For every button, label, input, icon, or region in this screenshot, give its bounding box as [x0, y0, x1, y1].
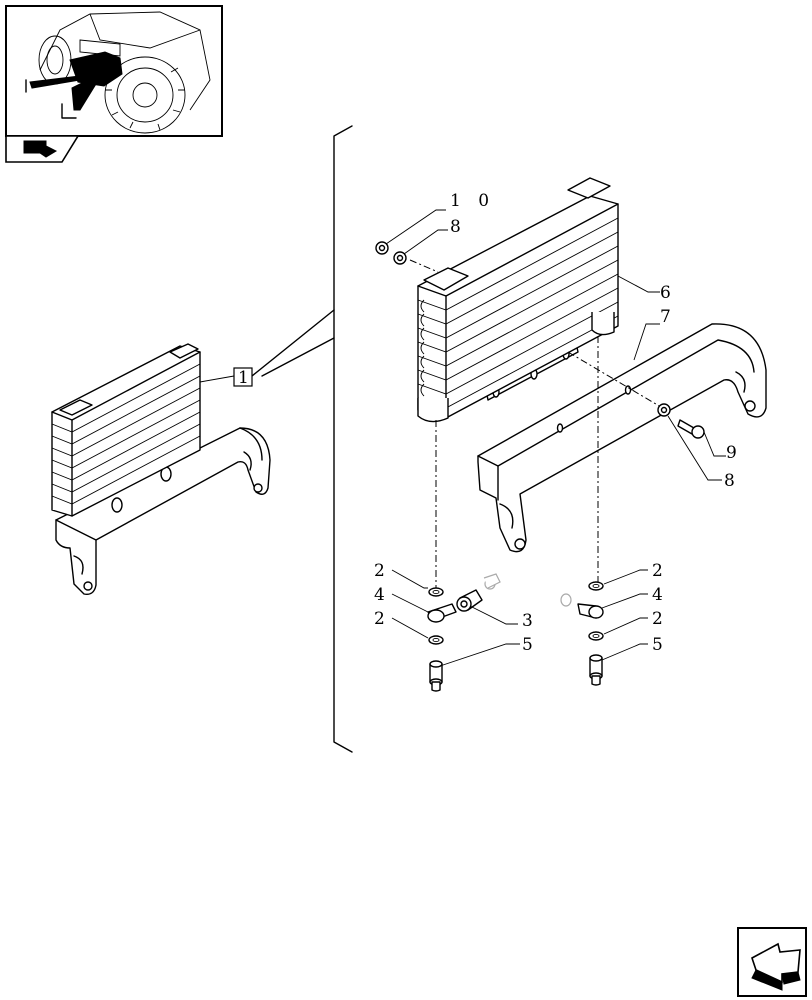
section-arrow-icon[interactable] — [5, 135, 80, 163]
seal-ring-part-2b — [428, 635, 444, 645]
callout-4-left: 4 — [374, 585, 385, 605]
washer-part-8a — [393, 251, 407, 265]
assembly-bracket — [251, 125, 353, 753]
callout-3: 3 — [522, 611, 533, 631]
callout-9: 9 — [726, 443, 737, 463]
callout-4-right: 4 — [652, 585, 663, 605]
callout-8-top: 8 — [450, 217, 461, 237]
banjo-bolt-part-5b — [589, 654, 603, 686]
banjo-bolt-part-5a — [429, 660, 443, 692]
callout-2-left-top: 2 — [374, 561, 385, 581]
nut-part-10 — [375, 241, 389, 255]
banjo-fitting-part-4b — [560, 593, 604, 619]
callout-5-left: 5 — [522, 635, 533, 655]
adapter-part-3 — [456, 573, 501, 612]
seal-ring-part-2a — [428, 587, 444, 597]
callout-2-left-bottom: 2 — [374, 609, 385, 629]
seal-ring-part-2c — [588, 581, 604, 591]
banjo-fitting-part-4a — [427, 603, 457, 623]
callout-7: 7 — [660, 307, 671, 327]
oil-cooler-part-6 — [417, 177, 619, 423]
assembly-ref-number: 1 — [238, 368, 249, 388]
bolt-part-9 — [677, 419, 705, 439]
bracket-part-7 — [477, 323, 767, 553]
cooler-assembly-overview — [51, 343, 271, 595]
callout-8-right: 8 — [724, 471, 735, 491]
callout-5-right: 5 — [652, 635, 663, 655]
seal-ring-part-2d — [588, 631, 604, 641]
leader-lines — [385, 209, 726, 667]
next-page-arrow-icon[interactable] — [737, 927, 807, 997]
assembly-ref-box — [233, 367, 253, 387]
callout-2-right-bottom: 2 — [652, 609, 663, 629]
tractor-location-icon[interactable] — [5, 5, 223, 137]
callout-6: 6 — [660, 283, 671, 303]
callout-10: 1 0 — [450, 191, 495, 211]
callout-2-right-top: 2 — [652, 561, 663, 581]
washer-part-8b — [657, 403, 671, 417]
